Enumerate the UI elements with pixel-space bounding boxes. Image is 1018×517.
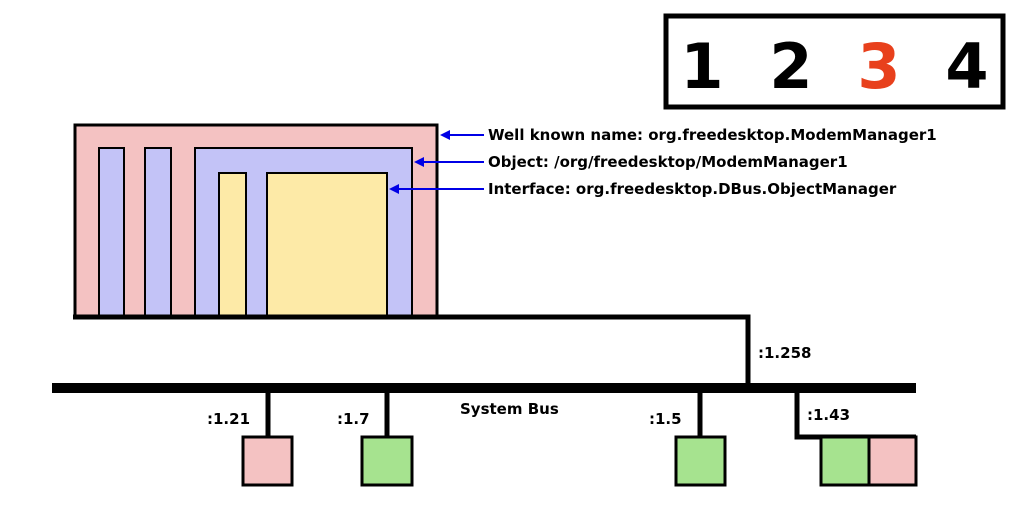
step-4: 4 bbox=[945, 30, 988, 103]
client-1-7-id: :1.7 bbox=[337, 410, 370, 428]
step-1: 1 bbox=[680, 30, 723, 103]
system-bus-label: System Bus bbox=[460, 400, 559, 418]
client-1-21-id: :1.21 bbox=[207, 410, 250, 428]
client-1-7-box bbox=[360, 435, 414, 487]
client-1-5-box bbox=[674, 435, 727, 487]
interface-box bbox=[266, 172, 388, 318]
step-indicator: 1 2 3 4 bbox=[663, 13, 1006, 110]
service-connection-id: :1.258 bbox=[758, 344, 811, 362]
step-3-active: 3 bbox=[857, 30, 900, 103]
well-known-name-label: Well known name: org.freedesktop.ModemMa… bbox=[488, 126, 937, 144]
interface-label: Interface: org.freedesktop.DBus.ObjectMa… bbox=[488, 180, 897, 198]
client-1-43: :1.43 bbox=[794, 391, 918, 487]
step-2: 2 bbox=[769, 30, 812, 103]
system-bus-line bbox=[52, 383, 916, 393]
service-box bbox=[73, 123, 439, 319]
interface-bar bbox=[218, 172, 247, 318]
service-connection-line bbox=[73, 314, 751, 385]
client-1-21: :1.21 bbox=[207, 391, 294, 487]
client-1-43-box-name bbox=[867, 435, 918, 487]
object-bar-2 bbox=[144, 147, 172, 318]
client-1-7: :1.7 bbox=[337, 391, 414, 487]
client-1-43-box-object bbox=[819, 435, 871, 487]
step-indicator-frame bbox=[663, 13, 1006, 110]
client-1-5: :1.5 bbox=[649, 391, 727, 487]
client-1-5-id: :1.5 bbox=[649, 410, 682, 428]
object-bar-1 bbox=[98, 147, 125, 318]
client-1-21-box bbox=[241, 435, 294, 487]
client-1-43-id: :1.43 bbox=[807, 406, 850, 424]
object-path-label: Object: /org/freedesktop/ModemManager1 bbox=[488, 153, 848, 171]
